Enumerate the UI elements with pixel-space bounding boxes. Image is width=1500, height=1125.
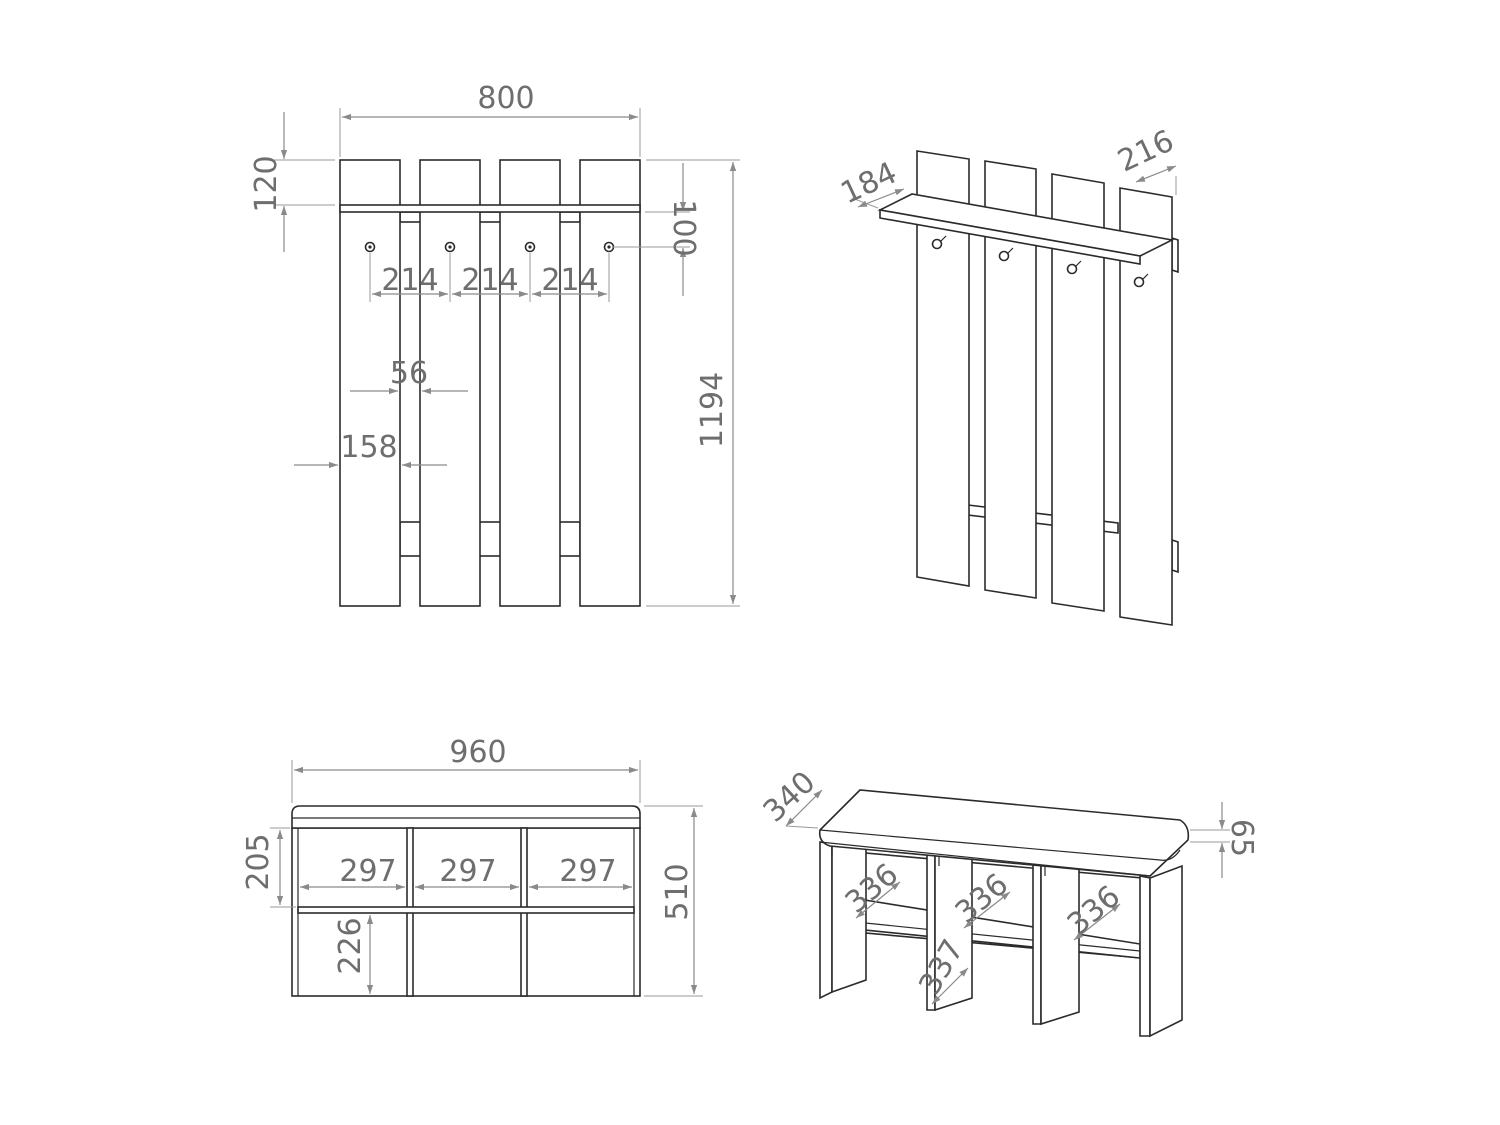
rack-iso-board-1 — [916, 150, 970, 587]
bench-iso-divider-2 — [1032, 861, 1042, 1025]
rack-iso-board-3 — [1051, 173, 1105, 612]
bench-shelf — [297, 906, 635, 914]
dim-bench-width: 960 — [449, 735, 506, 770]
dim-hook-spacing-2: 214 — [461, 263, 518, 298]
rack-front-view: 800 120 100 214 214 214 56 158 — [249, 81, 740, 607]
dim-rack-width: 800 — [477, 81, 534, 116]
dim-bench-upper-height: 205 — [241, 833, 276, 890]
rack-iso-board-2 — [984, 160, 1037, 599]
rack-board-1 — [339, 159, 401, 607]
dim-cushion-height: 65 — [1224, 819, 1259, 857]
hook-icon — [364, 241, 615, 253]
bench-cushion — [291, 805, 641, 829]
bench-iso-right-side — [1139, 875, 1151, 1037]
dim-bench-depth: 340 — [757, 765, 823, 830]
dim-hook-spacing-3: 214 — [541, 263, 598, 298]
rack-iso-shelf-front — [879, 209, 1141, 265]
dim-bench-height: 510 — [660, 863, 695, 920]
rack-board-4 — [579, 159, 641, 607]
bench-iso-view: 340 65 336 336 336 337 — [757, 765, 1259, 1038]
dim-bench-lower-height: 226 — [333, 917, 368, 974]
dim-hook-spacing-1: 214 — [381, 263, 438, 298]
dim-compartment-3: 297 — [559, 854, 616, 889]
dim-compartment-1: 297 — [339, 854, 396, 889]
dim-board-width: 158 — [340, 430, 397, 465]
rack-board-2 — [419, 159, 481, 607]
dim-rack-depth: 216 — [1113, 123, 1180, 179]
dim-compartment-2: 297 — [439, 854, 496, 889]
dim-rack-height: 1194 — [695, 372, 730, 448]
bench-front-view: 960 205 297 297 297 226 510 — [241, 735, 703, 997]
dim-board-gap: 56 — [390, 356, 428, 391]
hook-icon — [931, 235, 1149, 288]
rack-shelf — [339, 204, 641, 213]
dim-hook-offset: 100 — [666, 199, 701, 256]
rack-iso-board-4 — [1119, 187, 1173, 626]
rack-iso-view: 184 216 — [836, 123, 1180, 626]
rack-board-3 — [499, 159, 561, 607]
rack-iso-side-edge — [1171, 236, 1179, 274]
bench-iso-left-side — [819, 841, 833, 1000]
dim-rack-top-height: 120 — [249, 155, 284, 212]
